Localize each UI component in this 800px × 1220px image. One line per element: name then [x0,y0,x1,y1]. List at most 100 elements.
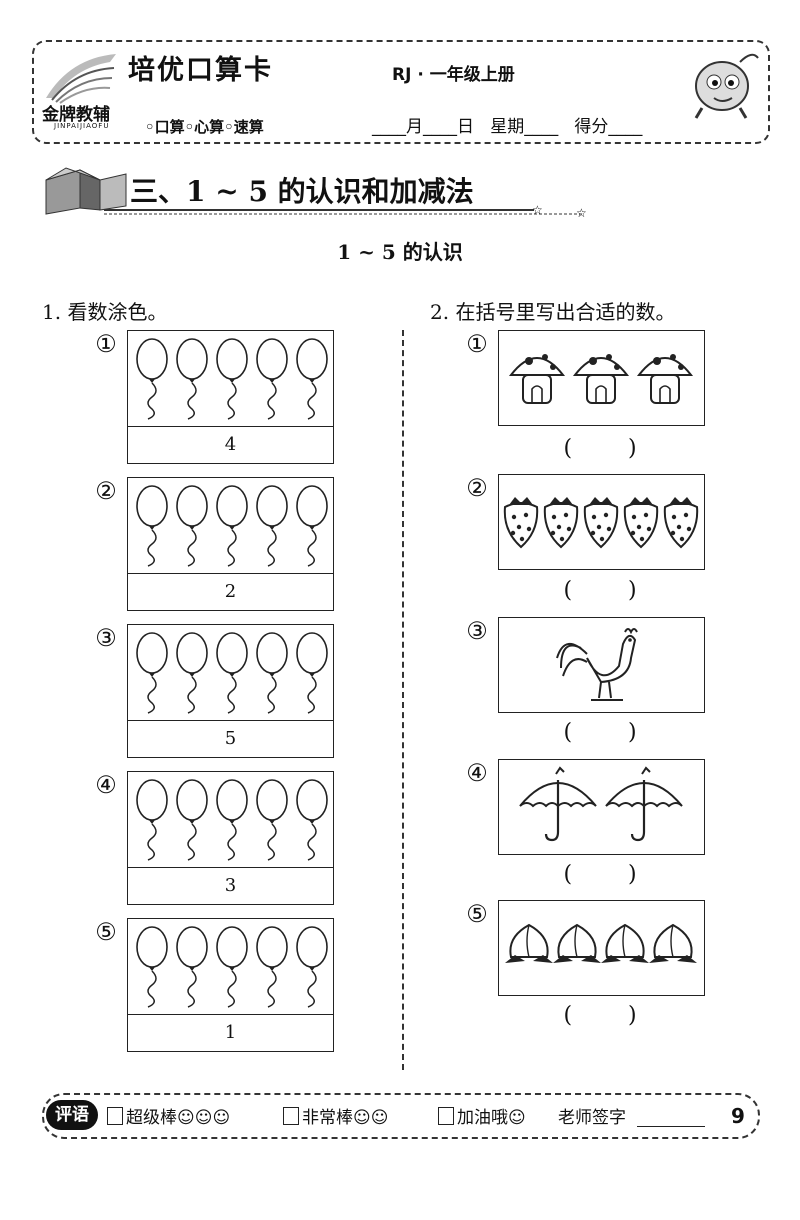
balloon-icon[interactable] [216,926,248,1008]
rating-option-super[interactable]: 超级棒☺☺☺ [107,1103,230,1128]
checkbox-icon[interactable] [438,1106,454,1125]
strawberry-icon [663,497,699,549]
evaluation-badge: 评语 [46,1100,98,1130]
umbrella-icon [519,766,597,842]
tagline: ◦口算◦心算◦速算 [145,118,264,136]
balloon-icon[interactable] [256,338,288,420]
q2-item-number: ② [466,474,488,502]
book-logo-icon [46,54,116,104]
svg-text:☆: ☆ [532,204,543,217]
target-number: 5 [224,728,237,749]
section-title: 1 ~ 5 的认识 [337,240,463,264]
date-score-line: ____月____日 星期____ 得分____ [372,117,643,137]
peach-icon [505,923,553,963]
q1-item-4: 3 [127,771,334,905]
balloon-row[interactable] [128,772,333,868]
strawberry-icon [543,497,579,549]
target-number: 2 [224,581,237,602]
answer-parentheses[interactable]: ( ) [563,436,637,461]
peach-icon [649,923,697,963]
balloon-row[interactable] [128,331,333,427]
balloon-icon[interactable] [296,338,328,420]
target-number: 3 [224,875,237,896]
peach-icon [601,923,649,963]
mushroom-house-icon [636,354,694,404]
q1-item-number: ④ [95,771,117,799]
balloon-icon[interactable] [216,632,248,714]
page-number: 9 [720,1098,756,1134]
checkbox-icon[interactable] [107,1106,123,1125]
balloon-icon[interactable] [136,779,168,861]
chapter-title: 三、1 ~ 5 的认识和加减法 [130,175,474,208]
answer-parentheses[interactable]: ( ) [563,862,637,887]
balloon-row[interactable] [128,625,333,721]
q2-picture-2 [498,474,705,570]
checkbox-icon[interactable] [283,1106,299,1125]
strawberry-icon [503,497,539,549]
answer-parentheses[interactable]: ( ) [563,578,637,603]
teacher-signature-label: 老师签字 [558,1108,626,1128]
brand-subtitle: JINPAIJIAOFU [54,122,110,130]
umbrella-icon [605,766,683,842]
mushroom-house-icon [508,354,566,404]
brand-name: 金牌教辅 [42,105,110,125]
balloon-icon[interactable] [296,926,328,1008]
q1-item-number: ⑤ [95,918,117,946]
header-frame [32,40,770,144]
balloon-icon[interactable] [256,485,288,567]
balloon-icon[interactable] [136,926,168,1008]
peach-icon [553,923,601,963]
svg-text:☆: ☆ [576,206,587,218]
strawberry-icon [623,497,659,549]
balloon-icon[interactable] [296,485,328,567]
q1-title: 1. 看数涂色。 [42,300,168,324]
cube-icon [45,167,127,215]
q2-item-number: ① [466,330,488,358]
rating-label: 非常棒☺☺ [302,1108,389,1128]
balloon-icon[interactable] [256,926,288,1008]
balloon-icon[interactable] [216,779,248,861]
q2-picture-3 [498,617,705,713]
q1-item-number: ③ [95,624,117,652]
balloon-icon[interactable] [176,779,208,861]
balloon-icon[interactable] [176,926,208,1008]
column-divider [402,330,404,1070]
answer-parentheses[interactable]: ( ) [563,720,637,745]
balloon-icon[interactable] [176,338,208,420]
q1-item-5: 1 [127,918,334,1052]
balloon-icon[interactable] [136,338,168,420]
signature-line[interactable] [637,1126,705,1127]
balloon-icon[interactable] [136,632,168,714]
rating-option-great[interactable]: 非常棒☺☺ [283,1103,388,1128]
target-number: 4 [224,434,237,455]
brand-title: 培优口算卡 [128,55,273,86]
answer-parentheses[interactable]: ( ) [563,1003,637,1028]
title-underline: ☆☆ [104,204,587,218]
balloon-icon[interactable] [216,338,248,420]
strawberry-icon [583,497,619,549]
footer-frame [42,1093,760,1139]
q1-item-1: 4 [127,330,334,464]
balloon-row[interactable] [128,478,333,574]
balloon-row[interactable] [128,919,333,1015]
q2-picture-4 [498,759,705,855]
q2-item-number: ③ [466,617,488,645]
mushroom-house-icon [572,354,630,404]
q1-item-3: 5 [127,624,334,758]
q2-picture-1 [498,330,705,426]
q1-item-number: ② [95,477,117,505]
balloon-icon[interactable] [256,779,288,861]
q2-title: 2. 在括号里写出合适的数。 [430,300,676,324]
q1-item-number: ① [95,330,117,358]
rating-option-keep-going[interactable]: 加油哦☺ [438,1103,526,1128]
grade-label: RJ · 一年级上册 [392,65,515,85]
balloon-icon[interactable] [296,632,328,714]
balloon-icon[interactable] [176,632,208,714]
rooster-icon [556,628,638,701]
balloon-icon[interactable] [296,779,328,861]
balloon-icon[interactable] [136,485,168,567]
balloon-icon[interactable] [216,485,248,567]
q1-item-2: 2 [127,477,334,611]
balloon-icon[interactable] [176,485,208,567]
balloon-icon[interactable] [256,632,288,714]
